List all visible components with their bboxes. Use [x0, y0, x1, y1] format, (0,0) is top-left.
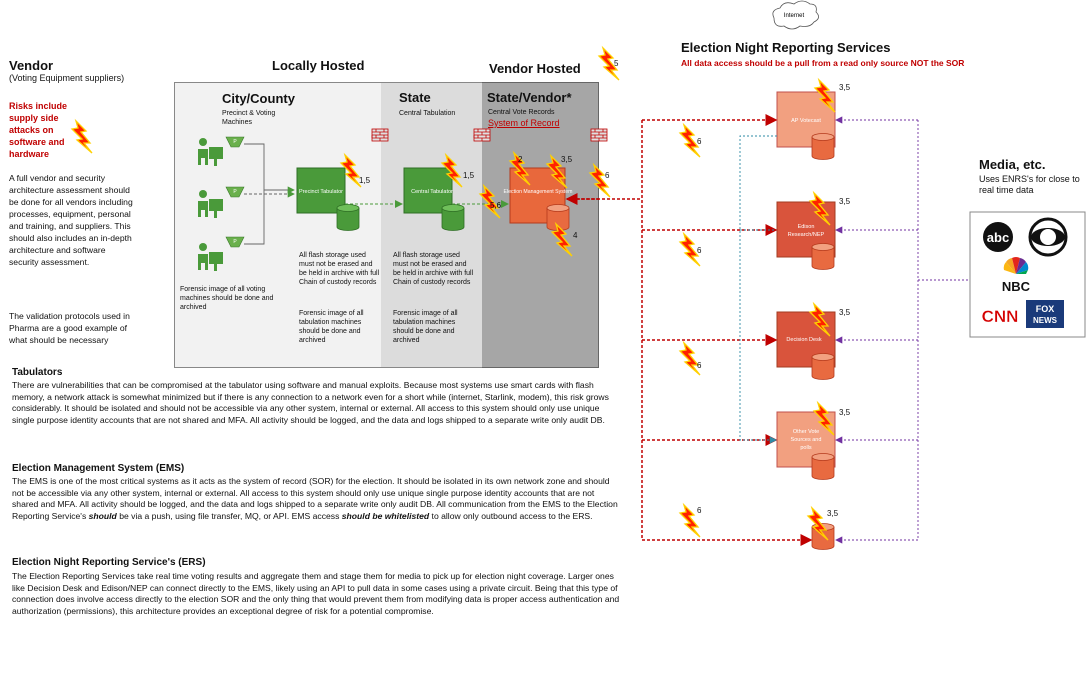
machine-letter: P: [233, 139, 237, 145]
risk-label: 5,6: [490, 201, 502, 210]
media-logos: abc NBC CNN FOX NEWS: [969, 211, 1086, 338]
svg-text:polls: polls: [800, 445, 812, 451]
vendor-assessment-text: A full vendor and security architecture …: [9, 173, 133, 267]
firewall-icon: [371, 128, 389, 142]
enrs-title: Election Night Reporting Services: [681, 40, 891, 55]
city-county-title: City/County: [222, 91, 295, 106]
firewall-icon: [473, 128, 491, 142]
svg-text:NEWS: NEWS: [1033, 316, 1058, 325]
tabulators-title: Tabulators: [12, 367, 63, 378]
ems-title: Election Management System (EMS): [12, 463, 185, 474]
risk-label: 3,5: [827, 509, 839, 518]
nbc-peacock-icon: [1003, 257, 1029, 274]
vendor-zone: [482, 82, 599, 368]
ems-label: Election Management System: [504, 189, 573, 195]
voter-station-3: P: [198, 236, 245, 271]
voter-station-1: P: [198, 136, 245, 166]
svg-text:Other Vote: Other Vote: [793, 429, 819, 435]
system-of-record-label: System of Record: [488, 118, 560, 128]
vendor-subtitle: (Voting Equipment suppliers): [9, 73, 125, 83]
svg-text:FOX: FOX: [1036, 304, 1055, 314]
city-county-subtitle: Precinct & Voting Machines: [222, 110, 276, 126]
firewall-icon: [590, 128, 608, 142]
central-tabulator-label: Central Tabulator: [411, 189, 453, 195]
voting-machine-connectors: [244, 143, 295, 245]
nbc-logo: NBC: [1002, 279, 1031, 294]
risk-label: 6: [697, 506, 702, 515]
machine-letter: P: [233, 239, 237, 245]
ap-votecast-label: AP Votecast: [791, 118, 821, 124]
risk-label: 1,5: [463, 171, 475, 180]
state-zone: [381, 82, 483, 368]
flash-storage-note-local: All flash storage used must not be erase…: [299, 252, 380, 286]
risk-label: 6: [697, 246, 702, 255]
svg-text:Sources and: Sources and: [791, 437, 822, 443]
vendor-title: Vendor: [9, 58, 54, 73]
lightning-icon: [71, 120, 93, 154]
ems-pull-lines: [565, 114, 813, 546]
state-vendor-subtitle: Central Vote Records: [488, 109, 555, 116]
election-management-system: Election Management System: [504, 167, 573, 231]
risk-label: 3,5: [839, 408, 851, 417]
precinct-tabulator-label: Precinct Tabulator: [299, 189, 343, 195]
central-tabulator: Central Tabulator: [403, 167, 465, 231]
voter-station-2: P: [198, 186, 245, 218]
enrs-subtitle: All data access should be a pull from a …: [681, 58, 965, 68]
state-title: State: [399, 90, 431, 105]
vendor-pharma-text: The validation protocols used in Pharma …: [9, 311, 130, 345]
tabulators-text: There are vulnerabilities that can be co…: [12, 380, 609, 425]
state-vendor-title: State/Vendor*: [487, 90, 572, 105]
risk-labels: 1,5 1,5 2 3,5 5,6 4 6 5 3,5 3,5 3,5 3,5 …: [359, 59, 851, 518]
ers-text: The Election Reporting Services take rea…: [12, 571, 620, 616]
ems-text-part1: The EMS is one of the most critical syst…: [12, 476, 618, 521]
ems-text-whitelisted: should be whitelisted: [341, 510, 430, 521]
edison-label-2: Research/NEP: [788, 232, 825, 238]
lightning-icon: [589, 164, 611, 198]
abc-logo: abc: [987, 230, 1009, 245]
decision-desk-label: Decision Desk: [786, 337, 821, 343]
risk-label: 5: [614, 59, 619, 68]
ers-title: Election Night Reporting Service's (ERS): [12, 557, 206, 568]
media-title: Media, etc.: [979, 157, 1046, 172]
ems-text-should: should: [88, 510, 117, 521]
forensic-note-state: Forensic image of all tabulation machine…: [393, 310, 458, 344]
risk-label: 2: [518, 155, 523, 164]
precinct-tabulator: Precinct Tabulator: [296, 167, 360, 231]
internet-cloud: Internet: [772, 0, 819, 30]
ems-text: The EMS is one of the most critical syst…: [12, 476, 622, 522]
forensic-voting-note: Forensic image of all voting machines sh…: [180, 286, 274, 311]
risk-label: 6: [697, 137, 702, 146]
risk-label: 3,5: [839, 197, 851, 206]
locally-hosted-header: Locally Hosted: [272, 58, 365, 73]
vendor-hosted-header: Vendor Hosted: [489, 61, 581, 76]
state-subtitle: Central Tabulation: [399, 110, 456, 117]
lightning-icon: [679, 342, 701, 376]
risk-label: 6: [697, 361, 702, 370]
forensic-note-local: Forensic image of all tabulation machine…: [299, 310, 364, 344]
internet-label: Internet: [784, 13, 805, 19]
media-subtitle: Uses ENRS's for close to real time data: [979, 174, 1080, 195]
cnn-logo: CNN: [982, 307, 1019, 326]
decision-desk-node: Decision Desk: [776, 311, 836, 380]
ems-text-part2: be via a push, using file transfer, MQ, …: [116, 510, 342, 521]
risk-label: 3,5: [839, 308, 851, 317]
edison-label-1: Edison: [798, 224, 815, 230]
vendor-risk-note: Risks include supply side attacks on sof…: [9, 101, 68, 159]
internal-links: [739, 135, 777, 444]
ems-text-part3: to allow only outbound access to the ERS…: [429, 510, 593, 521]
media-pull-lines: [835, 116, 970, 544]
risk-label: 3,5: [561, 155, 573, 164]
flash-storage-note-state: All flash storage used must not be erase…: [393, 252, 474, 286]
risk-label: 6: [605, 171, 610, 180]
risk-label: 1,5: [359, 176, 371, 185]
machine-letter: P: [233, 189, 237, 195]
risk-label: 3,5: [839, 83, 851, 92]
risk-label: 4: [573, 231, 578, 240]
